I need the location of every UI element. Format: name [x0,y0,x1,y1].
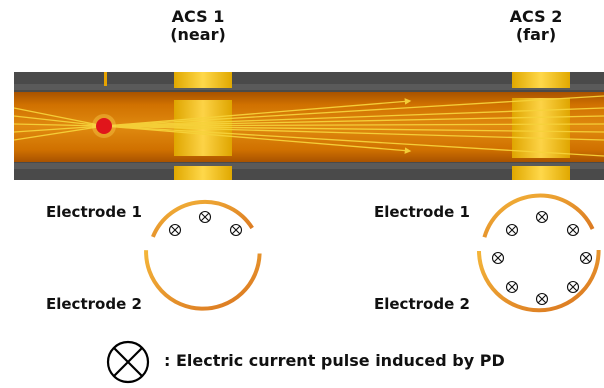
current-lines [13,95,604,157]
ring-arc-far-1 [482,193,595,238]
far-electrode-1-label: Electrode 1 [374,203,470,221]
cable-marker [104,72,107,86]
current-pulse-icon [505,280,519,294]
pulse-markers-far [491,210,593,306]
legend-circle-x-icon [106,340,150,384]
cable-sheath-bottom-highlight [14,163,604,169]
current-pulse-icon [566,280,580,294]
acs2-title: ACS 2 (far) [500,7,572,45]
current-pulse-icon [229,223,243,237]
current-pulse-icon [579,251,593,265]
current-pulse-icon [535,292,549,306]
current-pulse-icon [198,210,212,224]
cross-section-near [144,199,262,311]
pd-source [96,118,112,134]
current-pulse-icon [535,210,549,224]
near-electrode-1-label: Electrode 1 [46,203,142,221]
acs1-name: ACS 1 [171,7,225,26]
current-pulse-icon [566,223,580,237]
current-pulse-icon [168,223,182,237]
acs2-sensor [512,72,570,180]
pulse-markers-near [168,210,243,237]
ring-arc-far-2 [477,249,601,313]
acs2-name: ACS 2 [509,7,563,26]
current-pulse-icon [505,223,519,237]
near-electrode-2-label: Electrode 2 [46,295,142,313]
legend-text: : Electric current pulse induced by PD [164,351,505,370]
acs1-title: ACS 1 (near) [162,7,234,45]
acs1-position: (near) [170,25,226,45]
acs2-position: (far) [515,25,557,45]
current-pulse-icon [491,251,505,265]
far-electrode-2-label: Electrode 2 [374,295,470,313]
ring-arc-electrode-2 [144,250,262,311]
cable-sheath-top-highlight [14,84,604,90]
ring-arc-electrode-1 [151,199,254,238]
cross-section-far [477,193,601,313]
